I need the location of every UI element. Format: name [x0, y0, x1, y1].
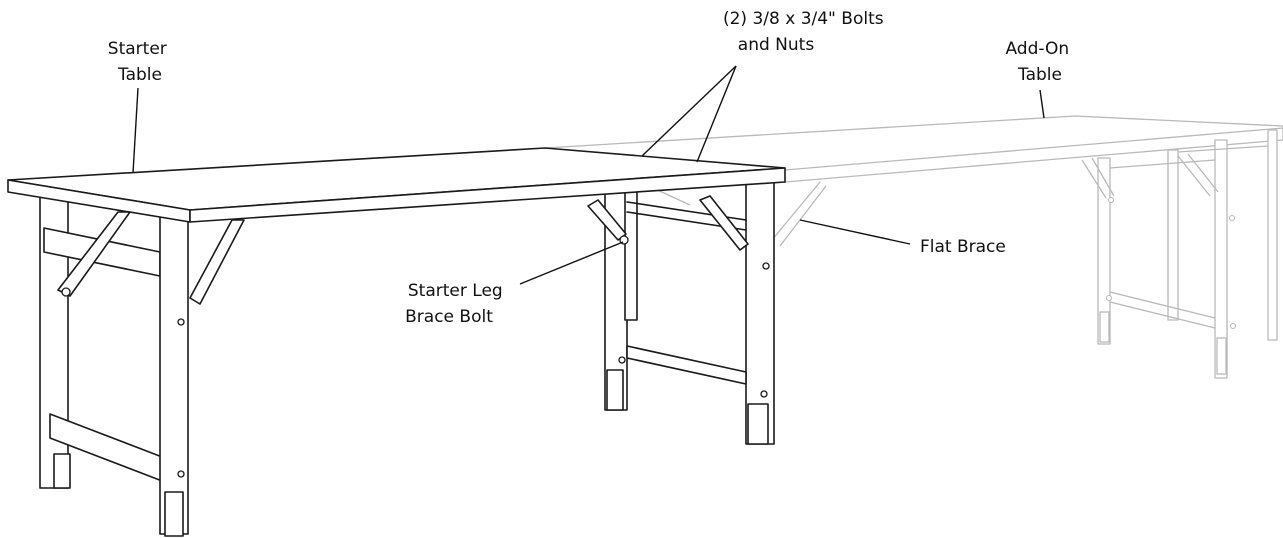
bolts-and-nuts-label-line-2: and Nuts: [738, 35, 815, 55]
starter-table-label: Starter Table: [108, 39, 172, 85]
bolts-leader-1: [641, 65, 737, 157]
add-on-table-leader: [1039, 89, 1045, 119]
leader-lines: [132, 65, 1045, 285]
bolts-and-nuts-label: (2) 3/8 x 3/4" Bolts and Nuts: [723, 9, 889, 55]
add-on-table-label: Add-On Table: [1005, 39, 1074, 85]
add-on-table-drawing: [544, 115, 1283, 379]
starter-table-leader: [132, 87, 139, 174]
starter-leg-brace-bolt-label-line-1: Starter Leg: [408, 281, 503, 301]
bolts-and-nuts-label-line-1: (2) 3/8 x 3/4" Bolts: [723, 9, 884, 29]
starter-leg-brace-bolt-leader: [519, 241, 624, 285]
flat-brace-label: Flat Brace: [920, 237, 1006, 257]
flat-brace-leader: [799, 219, 911, 245]
starter-table-drawing: [7, 147, 786, 537]
starter-leg-brace-bolt-label: Starter Leg Brace Bolt: [405, 281, 508, 327]
add-on-table-label-line-1: Add-On: [1005, 39, 1069, 59]
bolts-leader-2: [696, 65, 737, 163]
add-on-table-label-line-2: Table: [1017, 65, 1062, 85]
starter-table-label-line-2: Table: [117, 65, 162, 85]
starter-table-label-line-1: Starter: [108, 39, 167, 59]
starter-leg-brace-bolt-label-line-2: Brace Bolt: [405, 307, 493, 327]
flat-brace-label-line-1: Flat Brace: [920, 237, 1006, 257]
